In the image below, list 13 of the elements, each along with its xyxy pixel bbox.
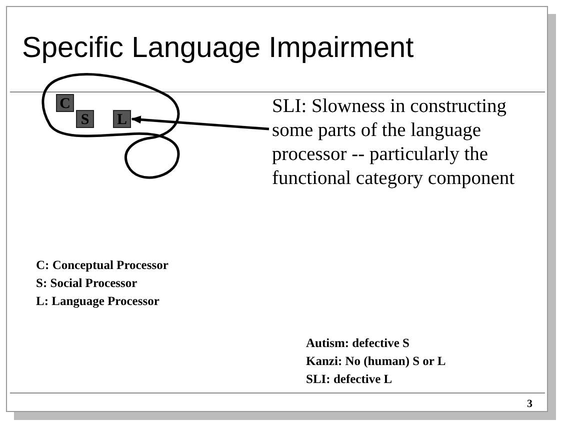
arrow xyxy=(131,116,270,130)
processor-square: S xyxy=(76,110,94,128)
page-number: 3 xyxy=(527,398,532,410)
processor-square: L xyxy=(113,110,131,128)
slide-title: Specific Language Impairment xyxy=(22,32,414,65)
legend-text: L: Language Processor xyxy=(36,294,160,309)
legend-text: S: Social Processor xyxy=(36,276,138,291)
legend-text: C: Conceptual Processor xyxy=(36,258,168,273)
legend-text: Autism: defective S xyxy=(306,336,410,351)
processor-square: C xyxy=(56,94,74,112)
legend-text: Kanzi: No (human) S or L xyxy=(306,354,446,369)
legend-text: SLI: defective L xyxy=(306,372,392,387)
description-text: SLI: Slowness in constructing some parts of the language processor -- particularly the functional category component xyxy=(272,95,547,191)
